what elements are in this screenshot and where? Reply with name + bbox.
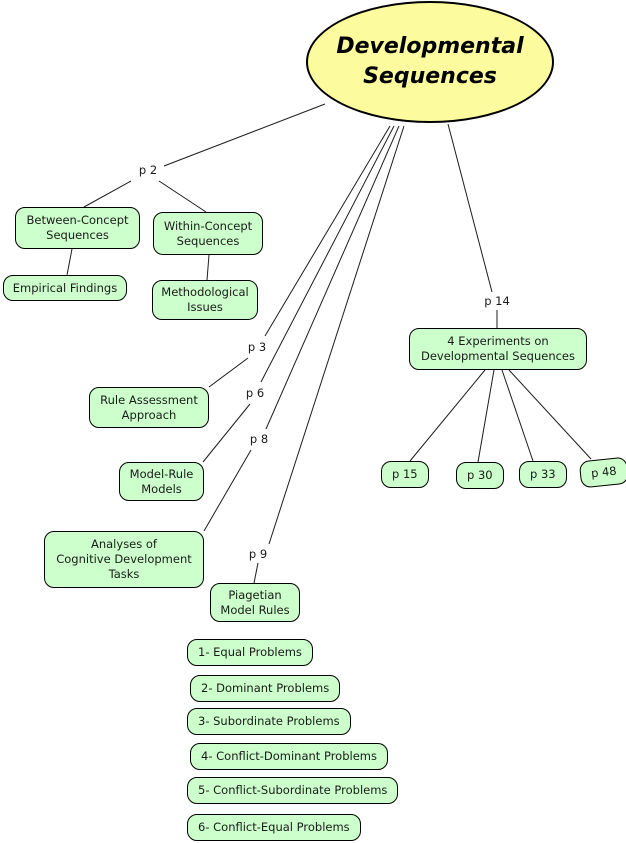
concept-node-dominant-problems[interactable]: 2- Dominant Problems — [190, 675, 341, 702]
concept-node-model-rule-models[interactable]: Model-Rule Models — [119, 462, 204, 501]
connector-between-to-empirical — [66, 248, 73, 276]
concept-node-conflict-subordinate-problems[interactable]: 5- Conflict-Subordinate Problems — [187, 777, 399, 804]
connector-experiments-to-p30 — [477, 369, 495, 463]
link-label-p2[interactable]: p 2 — [136, 163, 160, 178]
concept-node-between-concept-sequences[interactable]: Between-Concept Sequences — [15, 207, 140, 249]
concept-node-p30[interactable]: p 30 — [456, 462, 504, 489]
connector-p8-to-analyses — [203, 449, 252, 532]
concept-node-p33[interactable]: p 33 — [519, 461, 567, 488]
concept-node-subordinate-problems[interactable]: 3- Subordinate Problems — [187, 708, 351, 735]
connector-p2-to-within-concept — [158, 180, 207, 213]
concept-node-p48[interactable]: p 48 — [578, 456, 626, 489]
link-label-p6[interactable]: p 6 — [243, 386, 267, 401]
link-label-p8[interactable]: p 8 — [247, 432, 271, 447]
link-label-p3[interactable]: p 3 — [245, 340, 269, 355]
connector-p3-to-rule-assessment — [208, 357, 249, 388]
connector-p6-to-model-rule — [202, 403, 251, 463]
concept-node-equal-problems[interactable]: 1- Equal Problems — [187, 639, 313, 666]
connector-root-to-p14 — [447, 123, 493, 293]
link-label-p14[interactable]: p 14 — [482, 294, 512, 309]
connector-p9-to-piagetian — [253, 562, 259, 584]
concept-node-empirical-findings[interactable]: Empirical Findings — [3, 275, 127, 301]
concept-node-p15[interactable]: p 15 — [381, 461, 429, 488]
concept-node-within-concept-sequences[interactable]: Within-Concept Sequences — [153, 212, 263, 255]
connector-experiments-to-p48 — [508, 369, 592, 460]
concept-node-rule-assessment-approach[interactable]: Rule Assessment Approach — [89, 387, 209, 428]
link-label-p9[interactable]: p 9 — [246, 547, 270, 562]
connector-root-to-p2 — [163, 103, 326, 167]
concept-node-conflict-dominant-problems[interactable]: 4- Conflict-Dominant Problems — [190, 743, 388, 770]
connector-experiments-to-p33 — [501, 369, 534, 462]
connector-root-to-p3 — [264, 125, 391, 337]
concept-node-analyses-of-cognitive-development-tasks[interactable]: Analyses of Cognitive Development Tasks — [44, 531, 204, 588]
connector-root-to-p8 — [265, 125, 400, 430]
concept-node-conflict-equal-problems[interactable]: 6- Conflict-Equal Problems — [187, 814, 361, 841]
connector-root-to-p9 — [268, 125, 405, 545]
concept-node-4-experiments-on-developmental-sequences[interactable]: 4 Experiments on Developmental Sequences — [409, 328, 587, 370]
connector-within-to-methodological — [206, 254, 210, 281]
connector-root-to-p6 — [260, 125, 395, 383]
concept-node-methodological-issues[interactable]: Methodological Issues — [152, 280, 258, 320]
concept-node-developmental-sequences[interactable]: Developmental Sequences — [306, 1, 554, 123]
connector-experiments-to-p15 — [409, 369, 486, 462]
connector-p2-to-between-concept — [83, 180, 132, 208]
concept-node-piagetian-model-rules[interactable]: Piagetian Model Rules — [210, 583, 300, 622]
